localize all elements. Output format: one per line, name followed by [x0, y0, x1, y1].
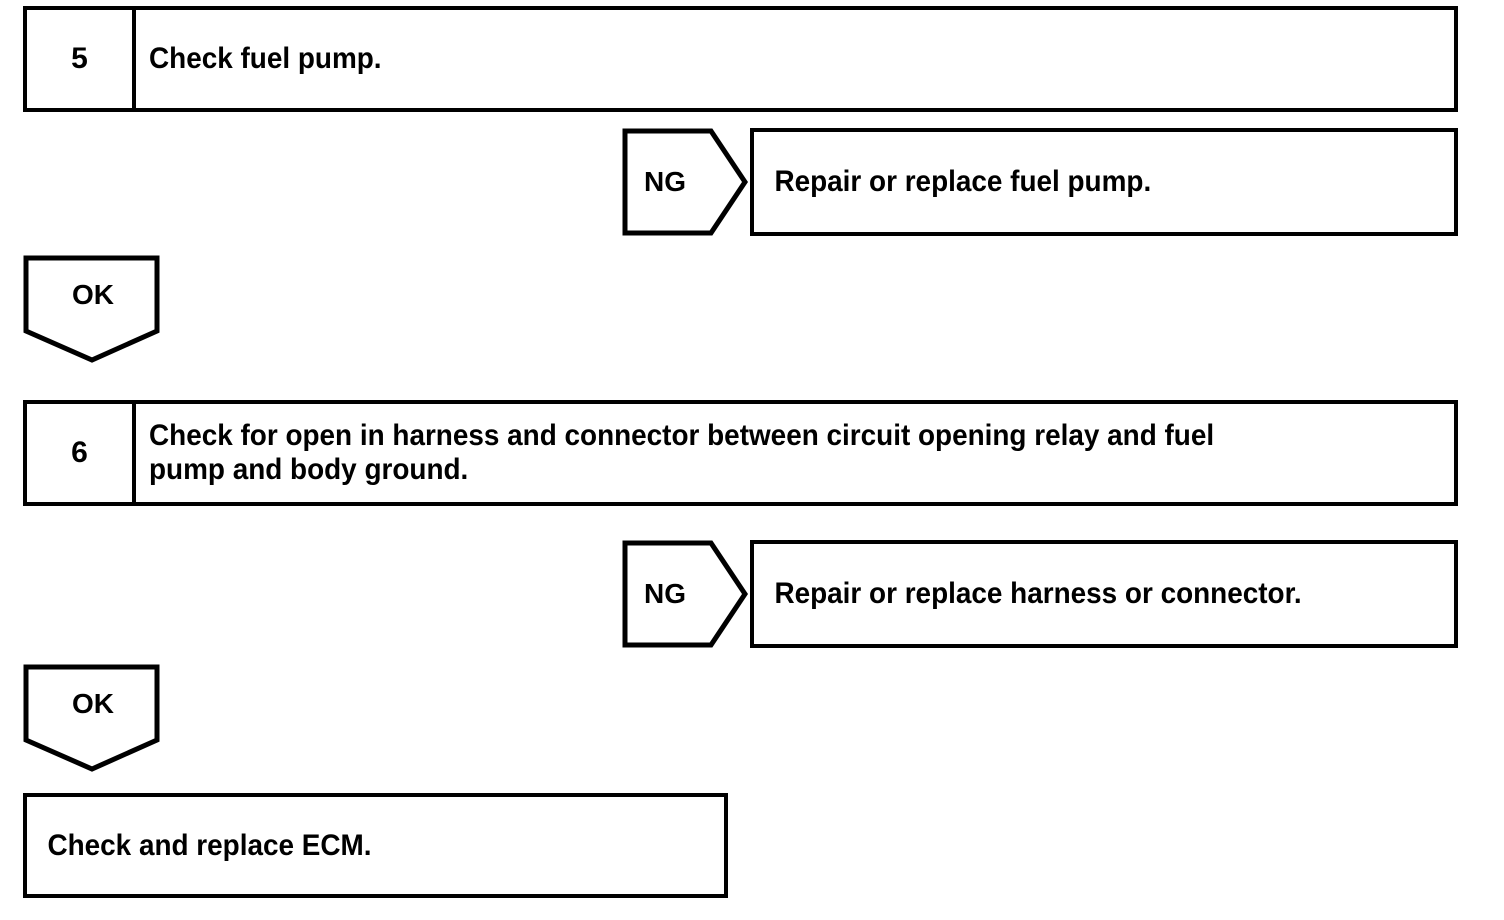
ng-arrow-shape-1: [622, 128, 748, 236]
ng-result-box-1: Repair or replace fuel pump.: [750, 128, 1458, 236]
ng-result-text-2: Repair or replace harness or connector.: [774, 577, 1302, 610]
ng-result-box-2: Repair or replace harness or connector.: [750, 540, 1458, 648]
ok-arrow-shape-1: [23, 255, 160, 363]
ng-result-text-1: Repair or replace fuel pump.: [774, 165, 1152, 198]
step-instruction-6: Check for open in harness and connector …: [149, 419, 1215, 486]
ng-arrow-2: NG: [622, 540, 748, 648]
ok-arrow-2: OK: [23, 664, 163, 772]
final-action-text: Check and replace ECM.: [47, 828, 372, 862]
step-number-5: 5: [27, 10, 136, 108]
step-box-6: 6 Check for open in harness and connecto…: [23, 400, 1458, 506]
final-action-box: Check and replace ECM.: [23, 793, 728, 898]
ng-arrow-shape-2: [622, 540, 748, 648]
step-number-6: 6: [27, 404, 136, 502]
step-box-5: 5 Check fuel pump.: [23, 6, 1458, 112]
ok-arrow-1: OK: [23, 255, 163, 363]
ok-arrow-shape-2: [23, 664, 160, 772]
ng-arrow-1: NG: [622, 128, 748, 236]
step-instruction-5: Check fuel pump.: [149, 42, 382, 75]
